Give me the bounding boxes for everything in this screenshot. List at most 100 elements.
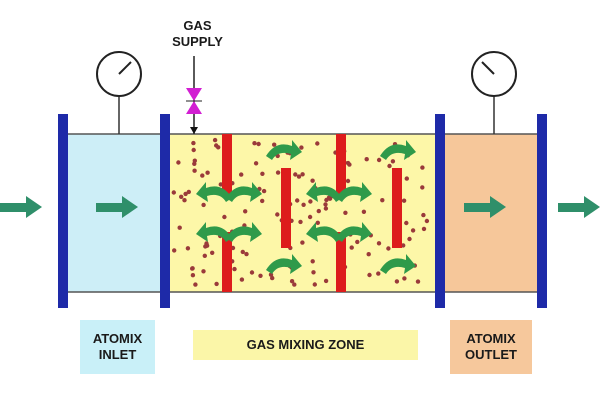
baffle: [336, 232, 346, 292]
particle: [310, 178, 315, 183]
flow-arrow-icon: [558, 196, 600, 218]
particle: [190, 273, 196, 278]
pressure-gauge-icon: [96, 51, 142, 134]
inlet-label-box: [80, 320, 155, 374]
particle: [366, 252, 371, 257]
outlet-label-line1: ATOMIX: [466, 331, 516, 346]
particle: [420, 165, 425, 170]
particle: [191, 140, 196, 146]
baffle: [336, 134, 346, 196]
zone-label-box: [193, 330, 418, 360]
swirl-arrow-icon: [196, 222, 232, 242]
particle: [415, 279, 421, 284]
baffle: [222, 134, 232, 196]
outlet-label-box: [450, 320, 532, 374]
particle: [249, 270, 255, 275]
baffle: [281, 168, 291, 248]
particle: [420, 185, 425, 190]
particle: [316, 208, 321, 214]
particle: [308, 199, 313, 204]
flow-arrow-icon: [0, 196, 42, 218]
swirl-arrow-icon: [336, 222, 372, 242]
particle: [204, 241, 209, 246]
valve-icon: [186, 56, 202, 134]
swirl-arrow-icon: [266, 254, 302, 274]
particle: [179, 194, 184, 199]
gas-supply-label-line1: GAS: [183, 18, 212, 33]
particle: [364, 157, 369, 162]
swirl-arrow-icon: [336, 182, 372, 202]
baffle: [222, 232, 232, 292]
gas-supply-label: GAS SUPPLY: [160, 14, 235, 54]
particle: [312, 282, 317, 287]
particle: [390, 159, 396, 164]
particle: [258, 273, 263, 278]
flange: [537, 114, 547, 308]
particle: [260, 198, 265, 204]
outlet-label-line2: OUTLET: [465, 347, 517, 362]
flange: [160, 114, 170, 308]
particle: [349, 245, 354, 250]
particle: [394, 279, 400, 284]
particle: [376, 271, 381, 276]
particle: [176, 160, 181, 165]
particle: [210, 250, 215, 255]
particle: [300, 172, 305, 177]
particle: [402, 276, 407, 281]
particle: [253, 161, 259, 166]
particle: [296, 174, 302, 179]
particle: [347, 162, 352, 167]
particle: [301, 202, 306, 207]
particle: [183, 191, 188, 197]
particle: [289, 279, 295, 284]
swirl-arrow-icon: [306, 182, 342, 202]
mixing-zone-label-text: GAS MIXING ZONE: [246, 337, 365, 352]
particle: [300, 240, 305, 245]
particle: [401, 198, 407, 203]
mixing-zone-label: GAS MIXING ZONE: [193, 330, 418, 360]
particle: [421, 212, 426, 218]
particle: [401, 243, 406, 248]
particle: [172, 248, 177, 253]
inlet-label: ATOMIX INLET: [80, 320, 155, 374]
particle: [367, 272, 372, 278]
swirl-arrow-icon: [306, 222, 342, 242]
particle: [190, 266, 195, 271]
flange: [435, 114, 445, 308]
swirl-arrows: [196, 140, 416, 274]
particle: [239, 172, 244, 177]
swirl-arrow-icon: [196, 182, 232, 202]
pressure-gauge-icon: [471, 51, 517, 134]
particle: [404, 220, 409, 226]
particle: [299, 145, 304, 150]
particle: [376, 157, 382, 163]
particle: [355, 239, 360, 245]
particle: [386, 246, 391, 251]
particle: [361, 209, 367, 214]
particle: [310, 259, 315, 264]
particle: [407, 236, 412, 242]
particle: [293, 172, 298, 177]
particle: [421, 226, 427, 232]
particle: [232, 266, 237, 272]
particle: [191, 147, 196, 153]
particle: [256, 141, 261, 147]
particle: [214, 143, 219, 148]
particle: [410, 228, 416, 233]
particle: [404, 176, 409, 181]
swirl-arrow-icon: [226, 222, 262, 242]
particle: [177, 225, 182, 230]
inlet-chamber: [62, 134, 165, 292]
particle: [261, 188, 267, 194]
particle: [323, 202, 328, 207]
particle: [192, 158, 197, 163]
particle: [343, 210, 348, 215]
particle: [376, 241, 382, 246]
swirl-arrow-icon: [380, 254, 416, 274]
particle: [205, 170, 210, 175]
particle: [201, 269, 206, 274]
particle: [323, 278, 329, 284]
inlet-label-line1: ATOMIX: [92, 331, 143, 346]
particle: [315, 220, 320, 225]
particle: [260, 171, 265, 176]
